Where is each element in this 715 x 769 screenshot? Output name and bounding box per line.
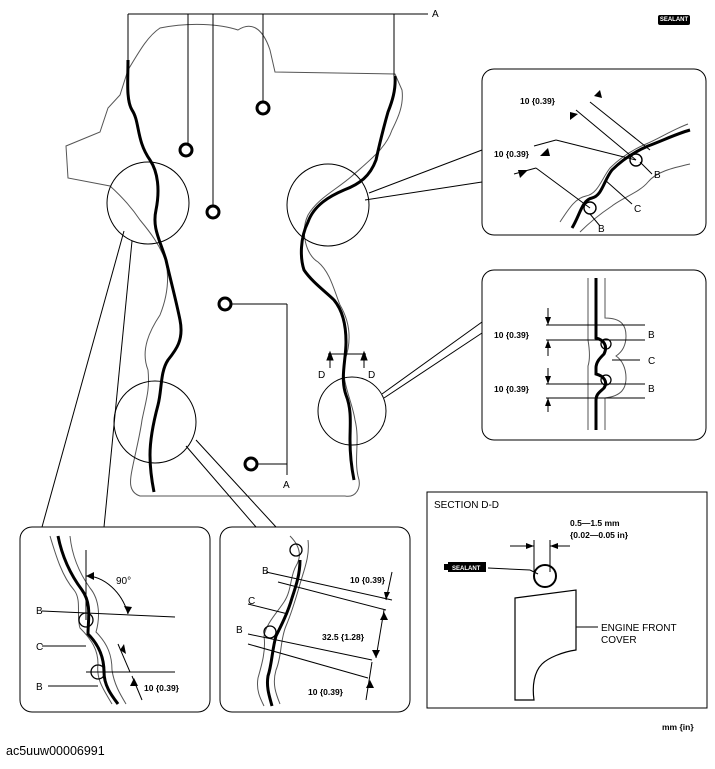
upper-right-dim-2: 10 {0.39}: [494, 149, 530, 159]
front-cover-section: [514, 589, 577, 701]
section-dd-box: [426, 491, 708, 709]
detail-box-lower-middle: [219, 526, 411, 713]
section-dd-gap-in: {0.02—0.05 in}: [570, 530, 629, 540]
middle-right-label-b2: B: [648, 384, 655, 395]
bolt-hole: [205, 204, 221, 220]
middle-right-dim-1: 10 {0.39}: [494, 330, 530, 340]
lower-middle-dim-2: 32.5 {1.28}: [322, 632, 365, 642]
callout-circle-upper-right: [286, 163, 370, 247]
label-d-right: D: [368, 370, 375, 381]
sealant-tube-icon: [448, 562, 486, 572]
label-a-bottom: A: [283, 480, 290, 491]
sealant-bead-section: [533, 564, 557, 588]
bolt-hole: [255, 100, 271, 116]
engine-front-cover-outline: [65, 23, 403, 497]
section-dd-part-line1: ENGINE FRONT: [601, 623, 677, 634]
lower-middle-label-c: C: [248, 596, 255, 607]
bolt-hole: [178, 142, 194, 158]
bolt-hole: [243, 456, 259, 472]
upper-right-label-c: C: [634, 204, 641, 215]
upper-right-label-b2: B: [598, 224, 605, 235]
lower-left-label-c: C: [36, 642, 43, 653]
section-dd-gap-mm: 0.5—1.5 mm: [570, 518, 620, 528]
label-a-top: A: [432, 9, 439, 20]
detail-box-middle-right: [481, 269, 707, 441]
middle-right-label-c: C: [648, 356, 655, 367]
upper-right-dim-1: 10 {0.39}: [520, 96, 556, 106]
sealant-bead-right: [299, 75, 397, 481]
section-dd-part-line2: COVER: [601, 635, 637, 646]
lower-middle-dim-3: 10 {0.39}: [308, 687, 344, 697]
lower-left-label-b2: B: [36, 682, 43, 693]
bolt-holes: [178, 100, 271, 472]
section-d-arrows: [326, 350, 368, 368]
lower-middle-label-b1: B: [262, 566, 269, 577]
units-label: mm {in}: [662, 722, 694, 732]
upper-right-label-b1: B: [654, 170, 661, 181]
middle-right-label-b1: B: [648, 330, 655, 341]
lower-left-angle: 90°: [116, 576, 131, 587]
callout-connectors: [41, 149, 483, 528]
lower-left-label-b1: B: [36, 606, 43, 617]
detail-box-lower-left: [19, 526, 211, 713]
sealant-bead-left: [126, 59, 183, 493]
bolt-hole: [217, 296, 233, 312]
detail-box-upper-right: [481, 68, 707, 236]
leader-lines-a: [127, 13, 428, 475]
figure-id-caption: ac5uuw00006991: [6, 744, 105, 758]
lower-middle-dim-1: 10 {0.39}: [350, 575, 386, 585]
middle-right-dim-2: 10 {0.39}: [494, 384, 530, 394]
callout-circle-upper-left: [106, 161, 190, 245]
lower-middle-label-b2: B: [236, 625, 243, 636]
section-dd-title: SECTION D-D: [434, 500, 499, 511]
section-dd-sealant-tag: SEALANT: [452, 566, 481, 572]
lower-left-dim: 10 {0.39}: [144, 683, 180, 693]
callout-circle-lower-right: [317, 376, 387, 446]
sealant-badge: SEALANT: [658, 15, 690, 25]
label-d-left: D: [318, 370, 325, 381]
